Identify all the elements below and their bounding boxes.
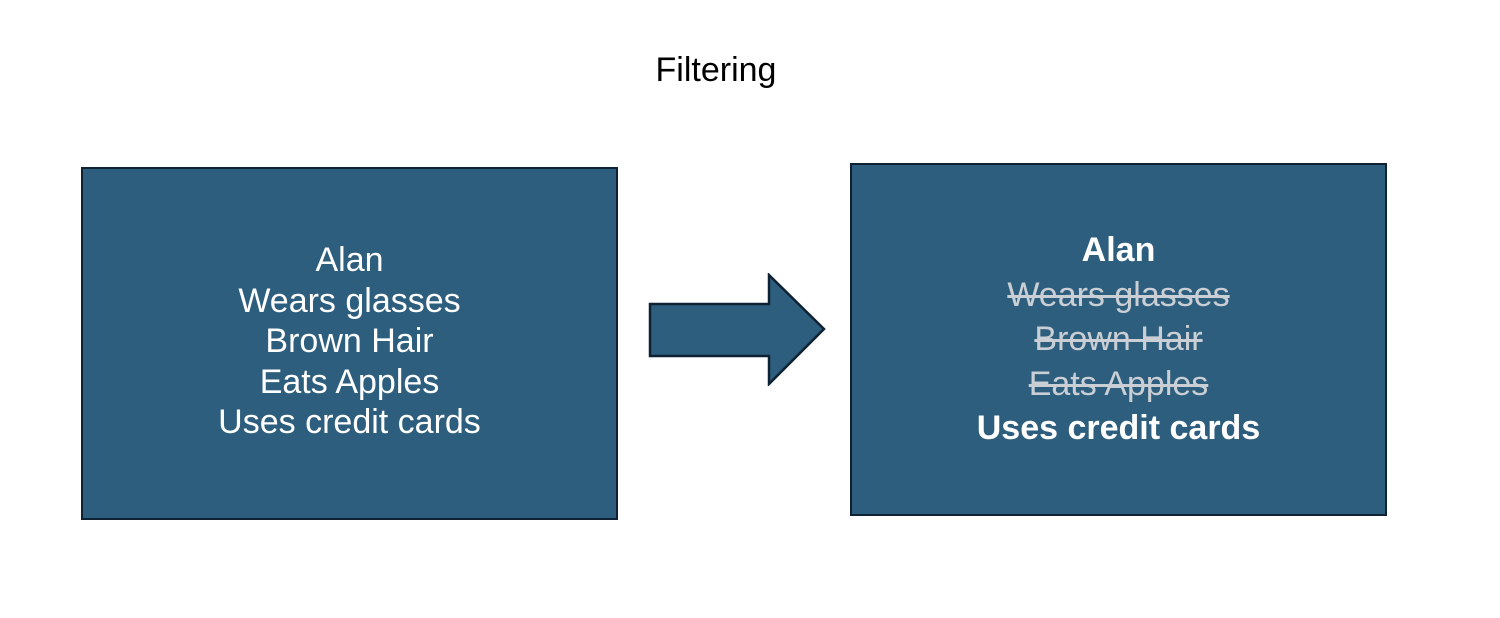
output-line-hair: Brown Hair: [1034, 320, 1203, 359]
input-line-credit-cards: Uses credit cards: [218, 403, 481, 442]
right-arrow-icon: [648, 273, 826, 386]
input-line-apples: Eats Apples: [259, 362, 440, 401]
output-box: Alan Wears glasses Brown Hair Eats Apple…: [850, 163, 1387, 516]
input-line-hair: Brown Hair: [265, 322, 434, 361]
output-line-apples: Eats Apples: [1028, 364, 1209, 403]
diagram-title: Filtering: [655, 51, 777, 89]
output-line-name: Alan: [1081, 231, 1156, 270]
output-line-glasses: Wears glasses: [1007, 275, 1230, 314]
input-box: Alan Wears glasses Brown Hair Eats Apple…: [81, 167, 618, 520]
input-line-glasses: Wears glasses: [238, 281, 461, 320]
input-line-name: Alan: [315, 241, 384, 280]
output-line-credit-cards: Uses credit cards: [976, 409, 1261, 448]
